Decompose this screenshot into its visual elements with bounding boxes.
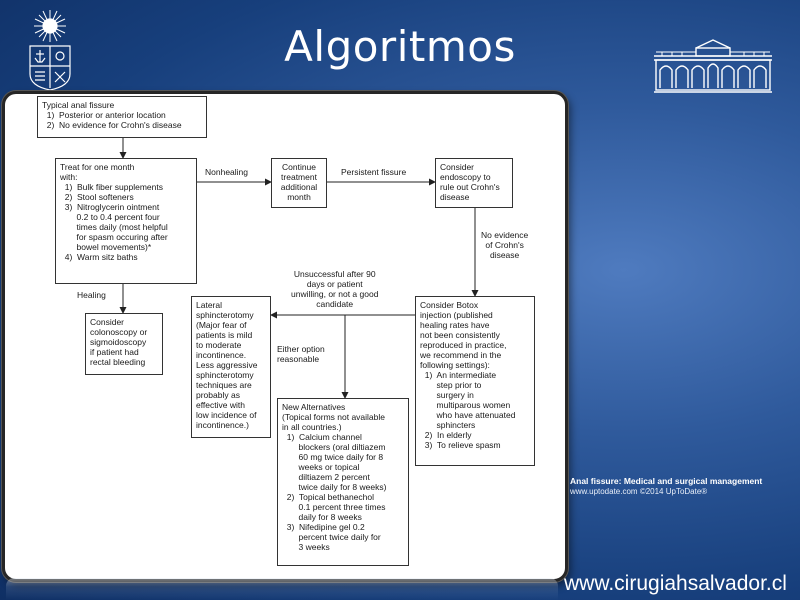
colonoscopy-line-1: colonoscopy or — [90, 327, 148, 337]
lateral-line-9: probably as — [196, 390, 240, 400]
colonoscopy-line-4: rectal bleeding — [90, 357, 146, 367]
continue-line-3: month — [287, 192, 311, 202]
treat-line-6: times daily (most helpful — [60, 222, 168, 232]
botox-line-5: we recommend in the — [420, 350, 502, 360]
lateral-line-4: to moderate — [196, 340, 242, 350]
label-healing: Healing — [77, 290, 106, 300]
alternatives-line-11: daily for 8 weeks — [282, 512, 362, 522]
alternatives-line-1: (Topical forms not available — [282, 412, 385, 422]
lateral-line-12: incontinence.) — [196, 420, 249, 430]
box-new-alternatives: New Alternatives (Topical forms not avai… — [277, 398, 409, 566]
continue-line-2: additional — [280, 182, 318, 192]
endoscopy-line-1: endoscopy to — [440, 172, 491, 182]
botox-line-6: following settings): — [420, 360, 490, 370]
treat-line-0: Treat for one month — [60, 162, 135, 172]
box-continue-treatment: Continue treatment additional month — [271, 158, 327, 208]
treat-line-8: bowel movements)* — [60, 242, 152, 252]
botox-line-12: sphincters — [420, 420, 476, 430]
lateral-line-5: incontinence. — [196, 350, 247, 360]
alternatives-line-12: 3) Nifedipine gel 0.2 — [282, 522, 365, 532]
citation-title: Anal fissure: Medical and surgical manag… — [570, 476, 763, 486]
treat-line-9: 4) Warm sitz baths — [60, 252, 138, 262]
box-consider-colonoscopy: Consider colonoscopy or sigmoidoscopy if… — [85, 313, 163, 375]
continue-line-0: Continue — [281, 162, 317, 172]
hospital-building-logo — [654, 39, 772, 93]
botox-line-11: who have attenuated — [420, 410, 516, 420]
endoscopy-line-2: rule out Crohn's — [440, 182, 500, 192]
lateral-line-10: effective with — [196, 400, 245, 410]
botox-line-1: injection (published — [420, 310, 493, 320]
botox-line-13: 2) In elderly — [420, 430, 472, 440]
alternatives-line-3: 1) Calcium channel — [282, 432, 362, 442]
endoscopy-line-0: Consider — [440, 162, 475, 172]
lateral-line-2: (Major fear of — [196, 320, 247, 330]
alternatives-line-8: twice daily for 8 weeks) — [282, 482, 387, 492]
lateral-line-3: patients is mild — [196, 330, 253, 340]
lateral-line-6: Less aggressive — [196, 360, 258, 370]
alternatives-line-10: 0.1 percent three times — [282, 502, 386, 512]
treat-line-3: 2) Stool softeners — [60, 192, 134, 202]
botox-line-8: step prior to — [420, 380, 482, 390]
treat-line-4: 3) Nitroglycerin ointment — [60, 202, 160, 212]
lateral-line-11: low incidence of — [196, 410, 257, 420]
treat-line-1: with: — [60, 172, 78, 182]
lateral-line-0: Lateral — [196, 300, 222, 310]
typical-line-0: Typical anal fissure — [42, 100, 115, 110]
alternatives-line-2: in all countries.) — [282, 422, 342, 432]
colonoscopy-line-0: Consider — [90, 317, 125, 327]
lateral-line-1: sphincterotomy — [196, 310, 254, 320]
treat-line-2: 1) Bulk fiber supplements — [60, 182, 163, 192]
botox-line-7: 1) An intermediate — [420, 370, 497, 380]
alternatives-line-9: 2) Topical bethanechol — [282, 492, 374, 502]
botox-line-4: reproduced in practice, — [420, 340, 507, 350]
alternatives-line-7: diltiazem 2 percent — [282, 472, 370, 482]
flowchart-panel: Typical anal fissure 1) Posterior or ant… — [2, 91, 568, 582]
alternatives-line-5: 60 mg twice daily for 8 — [282, 452, 384, 462]
lateral-line-8: techniques are — [196, 380, 252, 390]
treat-line-5: 0.2 to 0.4 percent four — [60, 212, 160, 222]
alternatives-line-6: weeks or topical — [282, 462, 360, 472]
botox-line-14: 3) To relieve spasm — [420, 440, 501, 450]
botox-line-2: healing rates have — [420, 320, 490, 330]
botox-line-9: surgery in — [420, 390, 474, 400]
citation: Anal fissure: Medical and surgical manag… — [570, 476, 762, 496]
endoscopy-line-3: disease — [440, 192, 470, 202]
label-either-option: Either option reasonable — [277, 344, 325, 364]
citation-source: www.uptodate.com ©2014 UpToDate® — [570, 487, 708, 496]
label-persistent-fissure: Persistent fissure — [341, 167, 407, 177]
lateral-line-7: sphincterotomy — [196, 370, 254, 380]
panel-reflection — [6, 578, 558, 600]
colonoscopy-line-3: if patient had — [90, 347, 139, 357]
botox-line-10: multiparous women — [420, 400, 511, 410]
colonoscopy-line-2: sigmoidoscopy — [90, 337, 147, 347]
box-treat-one-month: Treat for one month with: 1) Bulk fiber … — [55, 158, 197, 284]
box-typical-anal-fissure: Typical anal fissure 1) Posterior or ant… — [37, 96, 207, 138]
typical-line-2: 2) No evidence for Crohn's disease — [42, 120, 182, 130]
alternatives-line-14: 3 weeks — [282, 542, 330, 552]
typical-line-1: 1) Posterior or anterior location — [42, 110, 166, 120]
continue-line-1: treatment — [281, 172, 317, 182]
slide-title: Algoritmos — [284, 22, 516, 71]
website-url: www.cirugiahsalvador.cl — [564, 572, 787, 595]
box-consider-endoscopy: Consider endoscopy to rule out Crohn's d… — [435, 158, 513, 208]
university-seal-logo — [29, 10, 71, 91]
treat-line-7: for spasm occuring after — [60, 232, 168, 242]
box-lateral-sphincterotomy: Lateral sphincterotomy (Major fear of pa… — [191, 296, 271, 438]
botox-line-3: not been consistently — [420, 330, 500, 340]
flowchart-connectors — [119, 138, 479, 399]
box-consider-botox: Consider Botox injection (published heal… — [415, 296, 535, 466]
alternatives-line-0: New Alternatives — [282, 402, 346, 412]
botox-line-0: Consider Botox — [420, 300, 479, 310]
alternatives-line-13: percent twice daily for — [282, 532, 381, 542]
label-no-evidence-crohns: No evidence of Crohn's disease — [481, 230, 529, 260]
label-unsuccessful: Unsuccessful after 90 days or patient un… — [291, 269, 379, 309]
label-nonhealing: Nonhealing — [205, 167, 249, 177]
alternatives-line-4: blockers (oral diltiazem — [282, 442, 386, 452]
